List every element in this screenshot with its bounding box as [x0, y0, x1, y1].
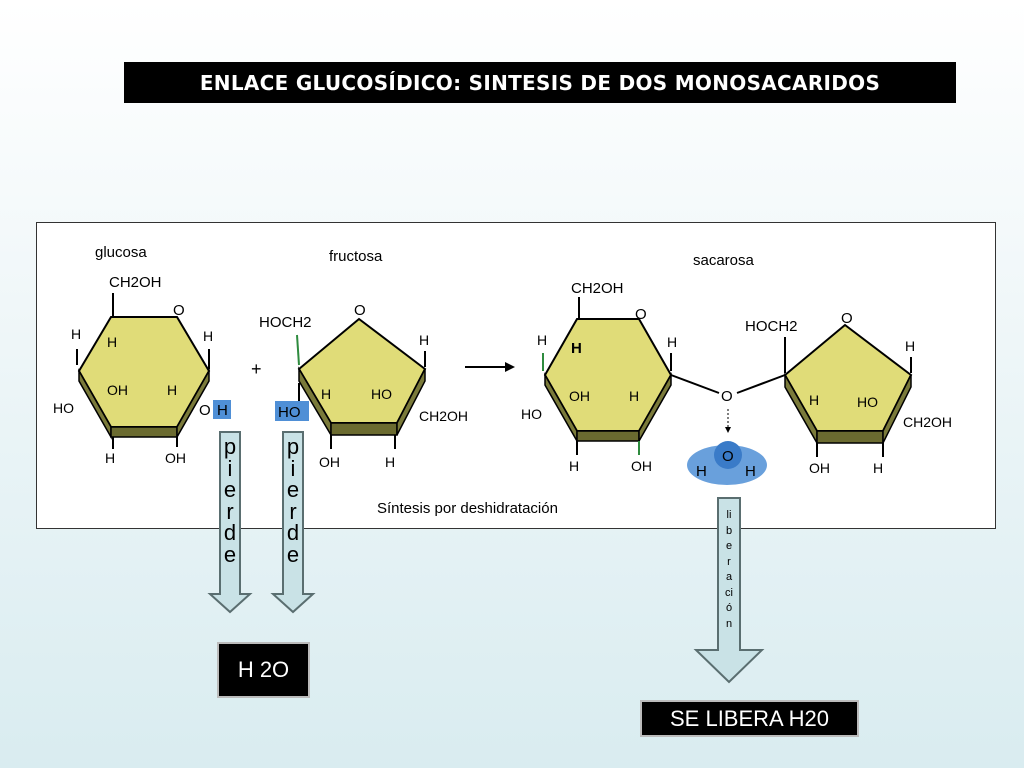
water-o: O [722, 448, 734, 465]
sacarosa-fru-ring-side-right [882, 374, 912, 444]
sacarosa-fru-ring-side-bottom [816, 430, 884, 444]
link-bond-left [670, 374, 720, 394]
glucosa-ring-side-bottom [110, 426, 178, 438]
pierde-1-char: i [227, 455, 233, 481]
liberacion-label: li b e r a ci ó n [718, 508, 740, 632]
glucosa-label: glucosa [95, 244, 147, 261]
pierde-label-2: p i e r d e [283, 436, 303, 565]
pierde-2-char: i [290, 455, 296, 481]
reaction-arrow-head [505, 362, 515, 372]
sacarosa-glu-ring-side-bottom [576, 430, 640, 442]
fructosa-ring-side-right [396, 368, 426, 436]
glucosa-ring-o: O [173, 302, 185, 319]
link-bond-right [736, 374, 786, 394]
water-h-left: H [696, 463, 707, 480]
fructosa-ho-inner: HO [371, 386, 392, 402]
fructosa-ho-highlight-text: HO [278, 404, 301, 421]
glucosa-h-highlight [213, 400, 231, 419]
fructosa-ho-highlight [275, 401, 309, 421]
sacarosa-glu-oh-inner: OH [569, 388, 590, 404]
pierde-1-char: e [223, 477, 237, 502]
sacarosa-glu-h-right: H [667, 334, 677, 350]
pierde-2-char: d [286, 520, 300, 545]
sacarosa-glu-h-inner-right: H [629, 388, 639, 404]
glucosa-h-inner-right: H [167, 382, 177, 398]
sacarosa-glu-h-inner: H [571, 340, 582, 357]
plus-sign: + [251, 359, 262, 379]
liberacion-char: n [725, 617, 733, 630]
glucosa-oh-inner: OH [107, 382, 128, 398]
glucosa-ho-left: HO [53, 400, 74, 416]
sacarosa-fru-ch2oh: CH2OH [903, 414, 952, 430]
fructosa-oh-bottom: OH [319, 454, 340, 470]
sacarosa-label: sacarosa [693, 252, 755, 269]
water-h-right: H [745, 463, 756, 480]
fructosa-ring-o: O [354, 302, 366, 319]
liberacion-char: li [726, 509, 732, 521]
slide-title: ENLACE GLUCOSÍDICO: SINTESIS DE DOS MONO… [124, 62, 956, 103]
sacarosa-glu-h-left: H [537, 332, 547, 348]
fructosa-h-bottom: H [385, 454, 395, 470]
sacarosa-fru-h-inner-left: H [809, 392, 819, 408]
liberacion-char: b [725, 524, 733, 537]
fructosa-h-inner-left: H [321, 386, 331, 402]
pierde-2-char: e [286, 477, 300, 502]
pierde-label-1: p i e r d e [220, 436, 240, 565]
glucosa-oh-right-h: H [217, 402, 228, 419]
sacarosa-glu-ch2oh: CH2OH [571, 280, 624, 297]
sacarosa-glu-ring-side-right [638, 372, 672, 444]
pierde-2-char: p [286, 434, 300, 459]
sacarosa-glu-ho-left: HO [521, 406, 542, 422]
liberacion-char: e [725, 540, 733, 552]
link-oxygen: O [721, 388, 733, 405]
sacarosa-fru-h-bottom: H [873, 460, 883, 476]
se-libera-box: SE LIBERA H20 [640, 700, 859, 737]
pierde-2-char: e [286, 541, 300, 567]
water-oxygen-sphere [714, 441, 742, 469]
sacarosa-fru-ring-o: O [841, 310, 853, 327]
sacarosa-fru-ho-inner: HO [857, 394, 878, 410]
reaction-diagram: glucosa CH2OH O H H H OH H HO O H H OH +… [36, 222, 996, 529]
sacarosa-glu-ring-o: O [635, 306, 647, 323]
sacarosa-fru-hoch2: HOCH2 [745, 318, 798, 335]
pierde-1-char: p [223, 434, 237, 459]
sacarosa-glu-h-bottom: H [569, 458, 579, 474]
glucosa-oh-bottom: OH [165, 450, 186, 466]
glucosa-h-right: H [203, 328, 213, 344]
pierde-2-char: r [289, 498, 297, 524]
glucosa-ring-side-right [176, 368, 210, 440]
fructosa-ch2oh: CH2OH [419, 408, 468, 424]
glucosa-ch2oh: CH2OH [109, 274, 162, 291]
glucosa-h-inner-left: H [107, 334, 117, 350]
fructosa-hoch2: HOCH2 [259, 314, 312, 331]
fructosa-h-right: H [419, 332, 429, 348]
diagram-caption: Síntesis por deshidratación [377, 500, 558, 517]
pierde-1-char: r [226, 498, 234, 524]
liberacion-char: ci [725, 586, 733, 599]
sacarosa-glu-oh-bottom: OH [631, 458, 652, 474]
liberacion-char: r [727, 555, 731, 568]
pierde-1-char: d [223, 520, 237, 545]
fructosa-label: fructosa [329, 248, 383, 265]
fructosa-ring-side-bottom [330, 422, 398, 436]
pierde-1-char: e [223, 541, 237, 567]
glucosa-h-bottom: H [105, 450, 115, 466]
glucosa-oh-right: O [199, 402, 211, 419]
liberacion-char: a [725, 571, 733, 583]
h2o-box: H 2O [217, 642, 310, 698]
reaction-svg: glucosa CH2OH O H H H OH H HO O H H OH +… [53, 244, 952, 517]
liberacion-char: ó [725, 602, 733, 614]
sacarosa-fru-oh-bottom: OH [809, 460, 830, 476]
glucosa-h-top-left: H [71, 326, 81, 342]
sacarosa-fru-h-right: H [905, 338, 915, 354]
